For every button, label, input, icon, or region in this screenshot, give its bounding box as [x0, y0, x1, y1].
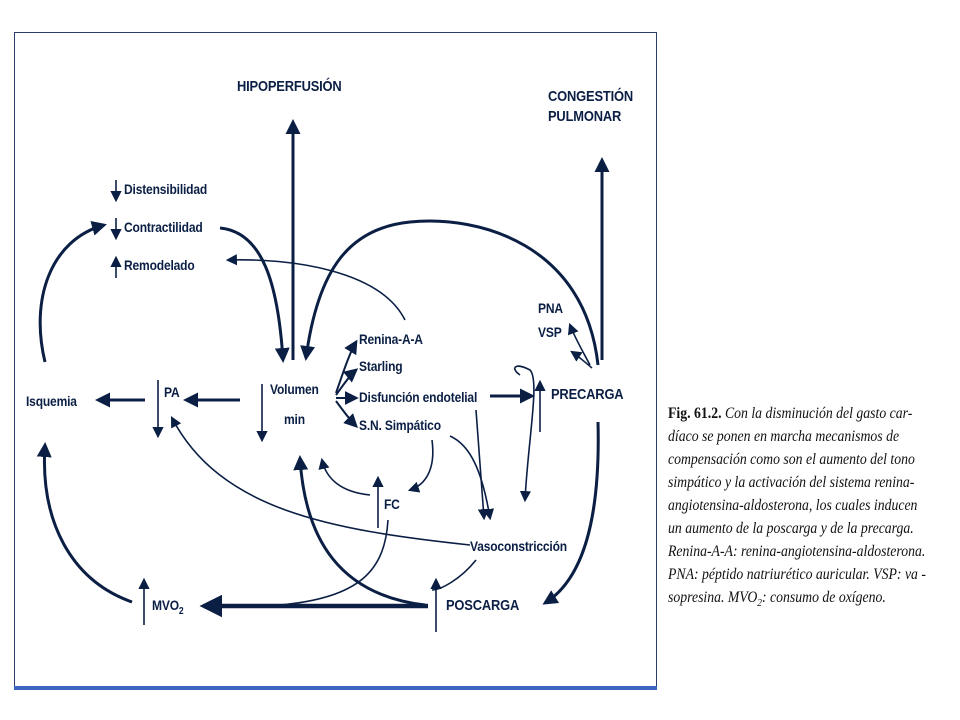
node-starling: Starling — [359, 358, 403, 374]
caption-text: Con la disminución del gasto car- — [721, 405, 913, 422]
node-sn-simpatico: S.N. Simpático — [359, 417, 441, 433]
mvo2-subscript: 2 — [178, 605, 184, 617]
node-vsp: VSP — [538, 324, 562, 340]
arrow-disfuncion-vasoconstriccion — [475, 409, 489, 521]
node-congestion-line1: CONGESTIÓN — [548, 88, 634, 105]
node-volumen-line1: Volumen — [270, 381, 319, 397]
arrow-fc-volumen — [318, 457, 371, 496]
node-precarga: PRECARGA — [551, 386, 624, 403]
arrow-volumen-starling — [335, 368, 359, 396]
node-fc: FC — [384, 496, 400, 512]
caption-line: un aumento de la poscarga y de la precar… — [668, 520, 914, 537]
figure-caption: Fig. 61.2. Con la disminución del gasto … — [668, 402, 926, 615]
caption-figure-number: Fig. 61.2. — [668, 405, 722, 422]
caption-line: sopresina. MVO2: consumo de oxígeno. — [668, 586, 926, 615]
mvo2-text: MVO — [152, 597, 179, 613]
caption-text: : consumo de oxígeno. — [762, 589, 886, 606]
arrow-fc-mvo2 — [279, 519, 389, 606]
node-contractilidad: Contractilidad — [124, 219, 203, 235]
arrow-loop-precarga — [514, 365, 535, 503]
caption-line: angiotensina-aldosterona, los cuales ind… — [668, 497, 918, 514]
arrow-volumen-simpatico — [335, 400, 358, 428]
arrow-volumen-renina — [335, 339, 358, 394]
caption-subscript: 2 — [757, 597, 763, 610]
arrow-precarga-poscarga — [542, 421, 600, 605]
caption-line: díaco se ponen en marcha mecanismos de — [668, 428, 900, 445]
arrow-mvo2-isquemia — [36, 442, 133, 604]
node-renina: Renina-A-A — [359, 331, 423, 347]
node-poscarga: POSCARGA — [446, 597, 520, 614]
node-volumen-line2: min — [284, 411, 305, 427]
caption-text: sopresina. MVO — [668, 589, 758, 606]
caption-line: Fig. 61.2. Con la disminución del gasto … — [668, 402, 926, 425]
arrow-simpatico-fc — [407, 439, 434, 493]
node-isquemia: Isquemia — [26, 393, 77, 409]
frame-accent-bar — [14, 686, 657, 690]
arrow-vasoconstriccion-pa — [170, 416, 471, 546]
node-pna: PNA — [538, 300, 563, 316]
arrow-precarga-vsp — [570, 350, 593, 369]
node-mvo2: MVO2 — [152, 597, 184, 617]
node-remodelado: Remodelado — [124, 257, 195, 273]
node-vasoconstriccion: Vasoconstricción — [470, 538, 567, 554]
caption-line: compensación como son el aumento del ton… — [668, 451, 915, 468]
arrow-precarga-pna — [567, 322, 591, 366]
arrow-simpatico-vasoconstriccion — [449, 435, 495, 521]
arrow-contractilidad-volumen — [219, 226, 290, 363]
node-hipoperfusion: HIPOPERFUSIÓN — [237, 78, 342, 95]
arrow-poscarga-volumen — [293, 455, 426, 607]
arrow-precarga-volumen — [300, 219, 600, 366]
node-disfuncion: Disfunción endotelial — [359, 389, 478, 405]
caption-line: PNA: péptido natriurético auricular. VSP… — [668, 566, 926, 583]
caption-line: Renina-A-A: renina-angiotensina-aldoster… — [668, 543, 926, 560]
node-pa: PA — [164, 384, 180, 400]
node-congestion-line2: PULMONAR — [548, 108, 622, 125]
node-distensibilidad: Distensibilidad — [124, 181, 208, 197]
caption-line: simpático y la activación del sistema re… — [668, 474, 915, 491]
arrow-vaso-poscarga — [431, 559, 477, 591]
arrow-isquemia-contractilidad — [38, 220, 107, 363]
